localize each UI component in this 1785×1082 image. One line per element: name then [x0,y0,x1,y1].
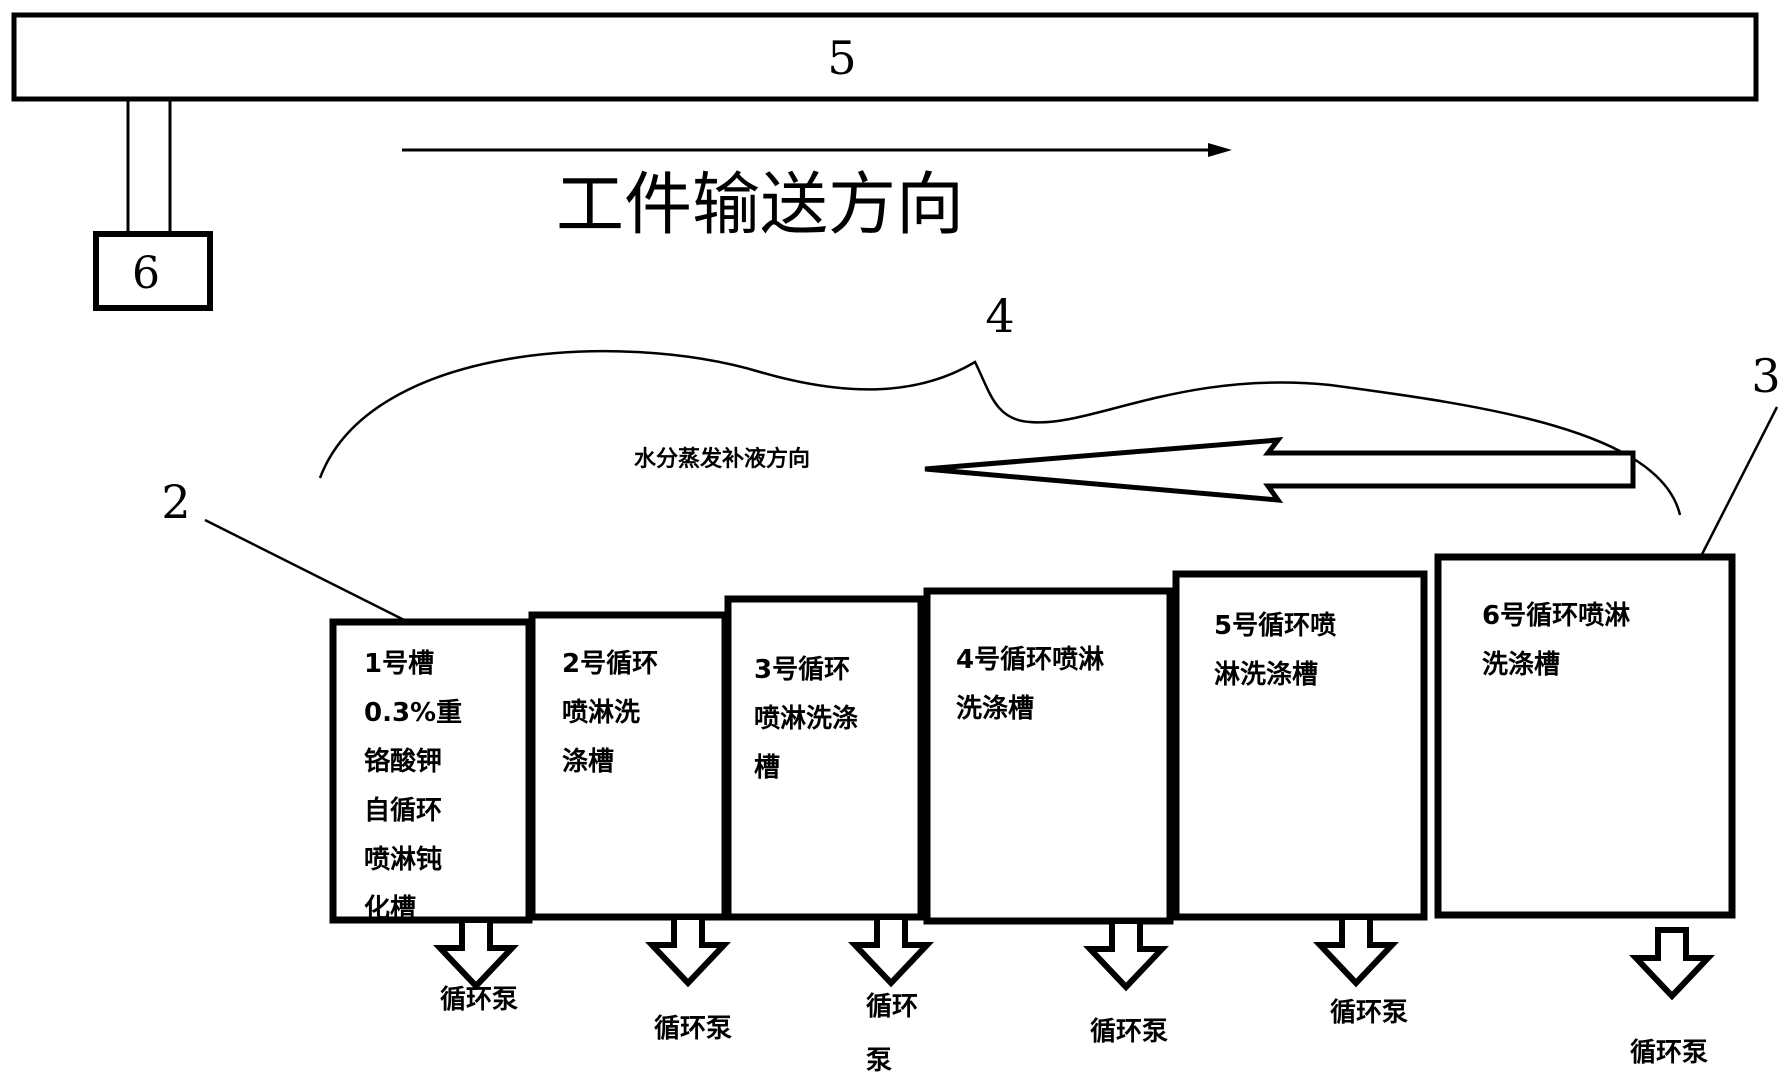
tank-1-label-line: 0.3%重 [364,698,462,728]
tank-5-pump-label: 循环泵 [1330,998,1408,1028]
curve-number: 4 [985,289,1014,343]
tank-2-pump-label: 循环泵 [654,1014,732,1044]
tank-3-label-line: 3号循环 [754,655,850,685]
conveying-arrowhead [1208,143,1232,157]
hanger-number: 6 [132,248,160,299]
tank-3-label-line: 喷淋洗涤 [754,704,858,734]
tank-1-label-line: 化槽 [364,894,416,924]
conveyor-number: 5 [827,31,856,85]
tank-5-box [1172,570,1428,921]
tank-2-label-line: 涤槽 [562,747,614,777]
tank-6-label-line: 6号循环喷淋 [1482,601,1630,631]
leader-line-2 [204,518,429,634]
leader-number-3: 3 [1751,349,1780,403]
tank-2-label-line: 2号循环 [562,649,658,679]
tank-2-pump-arrow [645,914,731,988]
tank-2-box [528,611,729,921]
tank-4-pump-arrow [1083,918,1169,992]
tank-6-pump-arrow [1629,927,1715,1001]
tank-1-pump-label: 循环泵 [440,985,518,1015]
tank-4-label-line: 4号循环喷淋 [956,645,1104,675]
tank-1-label-line: 1号槽 [364,649,434,679]
tank-4-pump-label: 循环泵 [1090,1017,1168,1047]
conveyor-bar [11,12,1759,102]
tank-2-label-line: 喷淋洗 [562,698,640,728]
conveying-direction-label: 工件输送方向 [556,166,964,245]
leader-number-2: 2 [161,475,190,529]
tank-6-pump-label: 循环泵 [1630,1038,1708,1068]
tank-1-label-line: 喷淋钝 [364,845,442,875]
tank-4-box [923,587,1174,925]
replenish-direction-arrow [924,437,1636,503]
tank-6-box [1434,553,1736,919]
tank-3-pump-arrow [848,914,934,988]
tank-1-box [329,618,533,924]
tank-1-pump-arrow [433,917,519,991]
hanger-box [93,231,213,311]
tank-3-pump-label: 泵 [866,1046,892,1076]
tank-5-label-line: 淋洗涤槽 [1214,660,1318,690]
tank-3-box [724,595,925,921]
tank-4-label-line: 洗涤槽 [956,694,1034,724]
leader-line-3 [1692,406,1779,571]
replenish-curve [318,350,1682,516]
tank-3-pump-label: 循环 [866,992,918,1022]
tank-3-label-line: 槽 [754,753,780,783]
tank-5-label-line: 5号循环喷 [1214,611,1336,641]
tank-1-label-line: 自循环 [364,795,442,826]
replenish-direction-label: 水分蒸发补液方向 [634,446,810,472]
tank-6-label-line: 洗涤槽 [1482,650,1560,680]
tank-5-pump-arrow [1313,914,1399,988]
tank-row: 1号槽0.3%重铬酸钾自循环喷淋钝化槽循环泵2号循环喷淋洗涤槽循环泵3号循环喷淋… [329,553,1736,1076]
tank-1-label-line: 铬酸钾 [364,746,442,777]
